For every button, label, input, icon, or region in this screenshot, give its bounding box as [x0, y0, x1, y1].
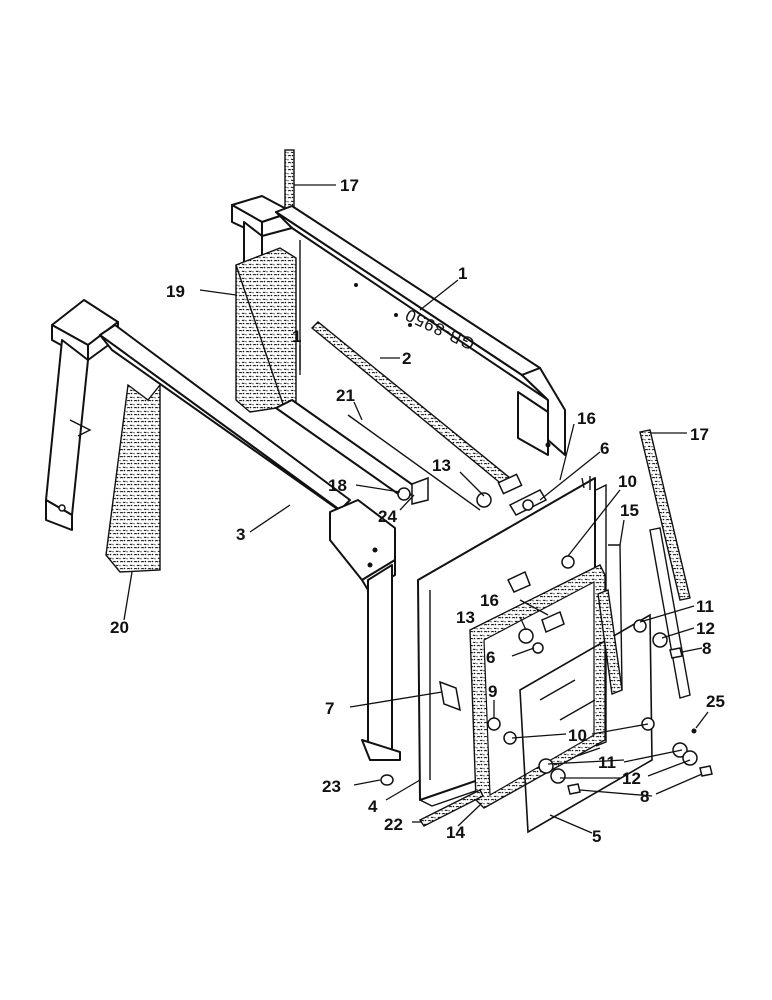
callout-11: 11 — [598, 753, 616, 772]
callout-16: 16 — [480, 591, 499, 610]
callout-17: 17 — [340, 176, 359, 195]
callout-6: 6 — [600, 439, 609, 458]
callout-12: 12 — [696, 619, 715, 638]
callout-10: 10 — [568, 726, 587, 745]
callout-20: 20 — [110, 618, 129, 637]
callout-22: 22 — [384, 815, 403, 834]
sound-pad-19 — [235, 247, 297, 413]
seal-strips-15 — [597, 527, 691, 699]
seal-strip-17-right — [639, 429, 691, 601]
lower-frame-3 — [45, 299, 401, 761]
callout-13: 13 — [432, 456, 451, 475]
hinge-hardware-top — [476, 473, 548, 516]
callout-14: 14 — [446, 823, 465, 842]
upper-frame-1 — [275, 205, 566, 456]
callout-1: 1 — [292, 327, 301, 346]
callout-labels: 17 1 19 1 2 21 16 6 17 13 10 18 15 24 3 … — [110, 176, 725, 846]
callout-8: 8 — [640, 787, 649, 806]
support-rods — [275, 399, 481, 511]
callout-1: 1 — [458, 264, 467, 283]
callout-21: 21 — [336, 386, 355, 405]
callout-9: 9 — [488, 682, 497, 701]
callout-16: 16 — [577, 409, 596, 428]
callout-24: 24 — [378, 507, 397, 526]
leader-lines — [123, 184, 709, 834]
callout-15: 15 — [620, 501, 639, 520]
callout-18: 18 — [328, 476, 347, 495]
fastener-hardware — [380, 555, 713, 827]
callout-23: 23 — [322, 777, 341, 796]
callout-17: 17 — [690, 425, 709, 444]
callout-2: 2 — [402, 349, 411, 368]
callout-5: 5 — [592, 827, 601, 846]
callout-7: 7 — [325, 699, 334, 718]
callout-12: 12 — [622, 769, 641, 788]
callout-13: 13 — [456, 608, 475, 627]
callout-19: 19 — [166, 282, 185, 301]
callout-25: 25 — [706, 692, 725, 711]
sound-pad-20 — [105, 383, 161, 573]
callout-8: 8 — [702, 639, 711, 658]
callout-11: 11 — [696, 597, 714, 616]
callout-6: 6 — [486, 648, 495, 667]
callout-3: 3 — [236, 525, 245, 544]
callout-10: 10 — [618, 472, 637, 491]
callout-4: 4 — [368, 797, 378, 816]
